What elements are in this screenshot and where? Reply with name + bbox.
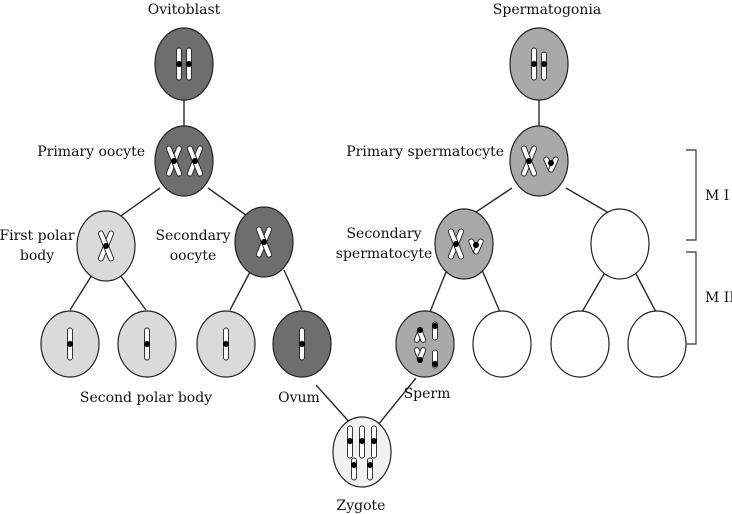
primary-oocyte-cell	[154, 125, 214, 197]
secondary-oocyte-cell	[234, 206, 294, 278]
meiosis-1-label: M I	[705, 188, 729, 204]
ovum-label: Ovum	[278, 390, 320, 406]
cell-body	[550, 310, 610, 378]
cell-body	[395, 310, 455, 378]
secondary-spermatocyte-cell	[434, 208, 494, 280]
second-polar-body-label: Second polar body	[80, 390, 212, 406]
ovum-cell	[272, 310, 332, 378]
spermatogonia-cell	[509, 27, 569, 101]
secondary-oocyte-label-line2: oocyte	[170, 248, 217, 264]
secondary-oocyte-label-line1: Secondary	[155, 228, 230, 244]
secondary-spermatocyte-cell-empty	[590, 208, 650, 280]
secondary-spermatocyte-label-line1: Secondary	[346, 226, 421, 242]
sperm-cell-empty-2	[550, 310, 610, 378]
sperm-cell-empty-1	[472, 310, 532, 378]
connector-lines	[69, 100, 657, 426]
cell-body	[154, 125, 214, 197]
second-polar-body-cell-3	[196, 310, 256, 378]
sperm-cell-empty-3	[627, 310, 687, 378]
meiosis-2-bracket	[686, 251, 697, 345]
ovitoblast-cell	[154, 27, 214, 101]
secondary-spermatocyte-label-line2: spermatocyte	[336, 246, 432, 262]
sperm-cell	[395, 310, 455, 378]
primary-spermatocyte-cell	[509, 125, 569, 197]
cell-body	[509, 27, 569, 101]
second-polar-body-cell-1	[40, 310, 100, 378]
ovitoblast-label: Ovitoblast	[148, 2, 221, 18]
primary-oocyte-label: Primary oocyte	[37, 144, 145, 160]
cell-body	[472, 310, 532, 378]
spermatogonia-label: Spermatogonia	[493, 2, 601, 18]
second-polar-body-cell-2	[117, 310, 177, 378]
cell-body	[509, 125, 569, 197]
first-polar-body-label-line1: First polar	[0, 228, 75, 244]
zygote-cell	[332, 416, 392, 488]
primary-spermatocyte-label: Primary spermatocyte	[346, 144, 504, 160]
cell-body	[434, 208, 494, 280]
sperm-label: Sperm	[404, 386, 451, 402]
cell-body	[590, 208, 650, 280]
zygote-label: Zygote	[337, 498, 386, 514]
first-polar-body-label-line2: body	[20, 248, 54, 264]
cell-body	[627, 310, 687, 378]
cell-body	[154, 27, 214, 101]
meiosis-2-label: M II	[705, 290, 732, 306]
first-polar-body-cell	[76, 210, 136, 282]
meiosis-1-bracket	[686, 149, 697, 241]
